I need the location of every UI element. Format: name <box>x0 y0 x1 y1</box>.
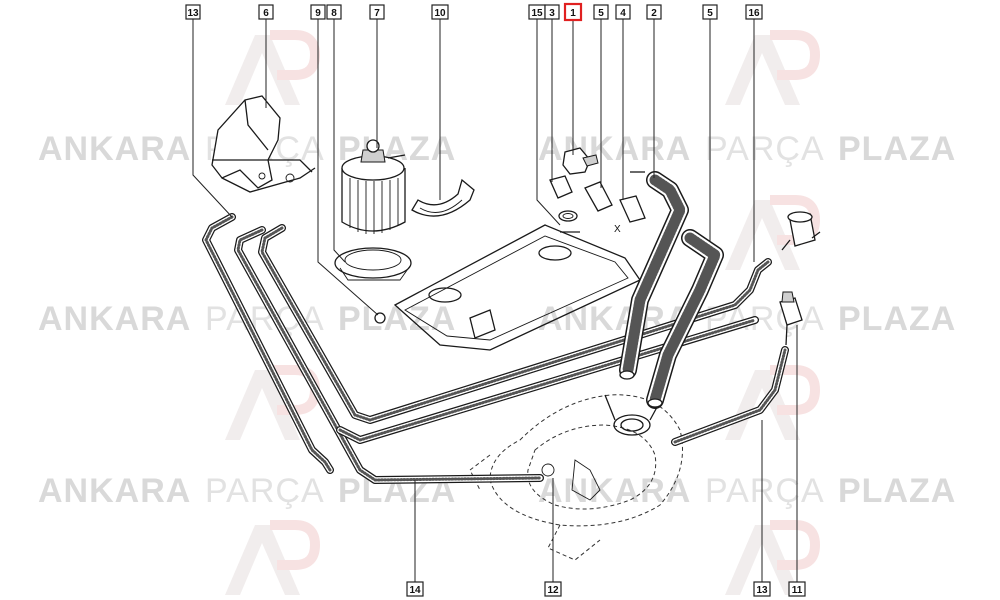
callout-10[interactable]: 10 <box>431 4 449 20</box>
canister-7 <box>341 139 406 234</box>
callout-label: 4 <box>620 8 626 19</box>
hose-2 <box>619 171 689 379</box>
callout-5-right[interactable]: 5 <box>702 4 718 20</box>
wm-ankara: ANKARA <box>538 472 691 510</box>
wm-plaza: PLAZA <box>838 130 956 168</box>
watermark-logo <box>725 365 821 440</box>
callout-label: 5 <box>707 8 713 19</box>
callout-5-top[interactable]: 5 <box>593 4 609 20</box>
wm-ankara: ANKARA <box>538 300 691 338</box>
watermark-logos <box>225 30 821 595</box>
callout-label: 6 <box>263 8 269 19</box>
callout-13-bottom[interactable]: 13 <box>753 581 771 597</box>
callout-label: 12 <box>547 585 559 596</box>
valve-11 <box>779 291 803 346</box>
watermark-text: ANKARA PARÇA PLAZA ANKARA PARÇA PLAZA AN… <box>38 130 956 510</box>
callout-label: 14 <box>409 585 421 596</box>
wm-ankara: ANKARA <box>38 300 191 338</box>
callout-6[interactable]: 6 <box>258 4 274 20</box>
wm-parca: PARÇA <box>705 472 825 510</box>
wm-ankara: ANKARA <box>538 130 691 168</box>
callout-8[interactable]: 8 <box>326 4 342 20</box>
callout-label: 9 <box>315 8 321 19</box>
watermark-logo <box>225 30 321 105</box>
watermark-logo <box>725 520 821 595</box>
callout-label: 10 <box>434 8 446 19</box>
callout-label: 3 <box>549 8 555 19</box>
callout-9[interactable]: 9 <box>310 4 326 20</box>
wm-plaza: PLAZA <box>838 472 956 510</box>
callout-2[interactable]: 2 <box>646 4 662 20</box>
callout-14[interactable]: 14 <box>406 581 424 597</box>
pipe-13 <box>202 213 334 474</box>
callout-label: 1 <box>570 8 576 19</box>
callout-label: 5 <box>598 8 604 19</box>
callout-16[interactable]: 16 <box>745 4 763 20</box>
callout-label: 13 <box>756 585 768 596</box>
bracket-6 <box>211 95 316 193</box>
strap-10 <box>411 178 475 217</box>
callout-15[interactable]: 15 <box>528 4 546 20</box>
callout-label: 15 <box>531 8 543 19</box>
watermark-logo <box>225 520 321 595</box>
callout-label: 16 <box>748 8 760 19</box>
filter-16 <box>781 211 821 251</box>
pipe-mid <box>336 316 759 444</box>
wm-plaza: PLAZA <box>838 300 956 338</box>
wm-ankara: ANKARA <box>38 130 191 168</box>
x-annotation: X <box>614 224 621 235</box>
wm-parca: PARÇA <box>705 130 825 168</box>
callout-7[interactable]: 7 <box>369 4 385 20</box>
wm-parca: PARÇA <box>205 472 325 510</box>
callout-12[interactable]: 12 <box>544 581 562 597</box>
callout-13-top[interactable]: 13 <box>185 4 201 20</box>
valve-parts: X <box>549 147 646 235</box>
pipe-16 <box>258 224 772 424</box>
callout-4[interactable]: 4 <box>615 4 631 20</box>
callouts: 13 6 9 8 7 10 15 3 <box>185 2 806 597</box>
callout-label: 2 <box>651 8 657 19</box>
callout-label: 11 <box>792 585 803 596</box>
wm-plaza: PLAZA <box>338 300 456 338</box>
hose-5 <box>646 229 724 409</box>
ring-8 <box>334 247 412 324</box>
callout-label: 13 <box>187 8 199 19</box>
wm-ankara: ANKARA <box>38 472 191 510</box>
watermark-logo <box>725 30 821 105</box>
callout-1-highlighted[interactable]: 1 <box>563 2 583 22</box>
callout-label: 7 <box>374 8 380 19</box>
hoses <box>202 171 789 484</box>
leader-lines <box>192 19 798 582</box>
pipe-14 <box>234 226 544 484</box>
callout-label: 8 <box>331 8 337 19</box>
pipe-13-right <box>671 346 789 446</box>
callout-11[interactable]: 11 <box>788 581 806 597</box>
callout-3[interactable]: 3 <box>544 4 560 20</box>
